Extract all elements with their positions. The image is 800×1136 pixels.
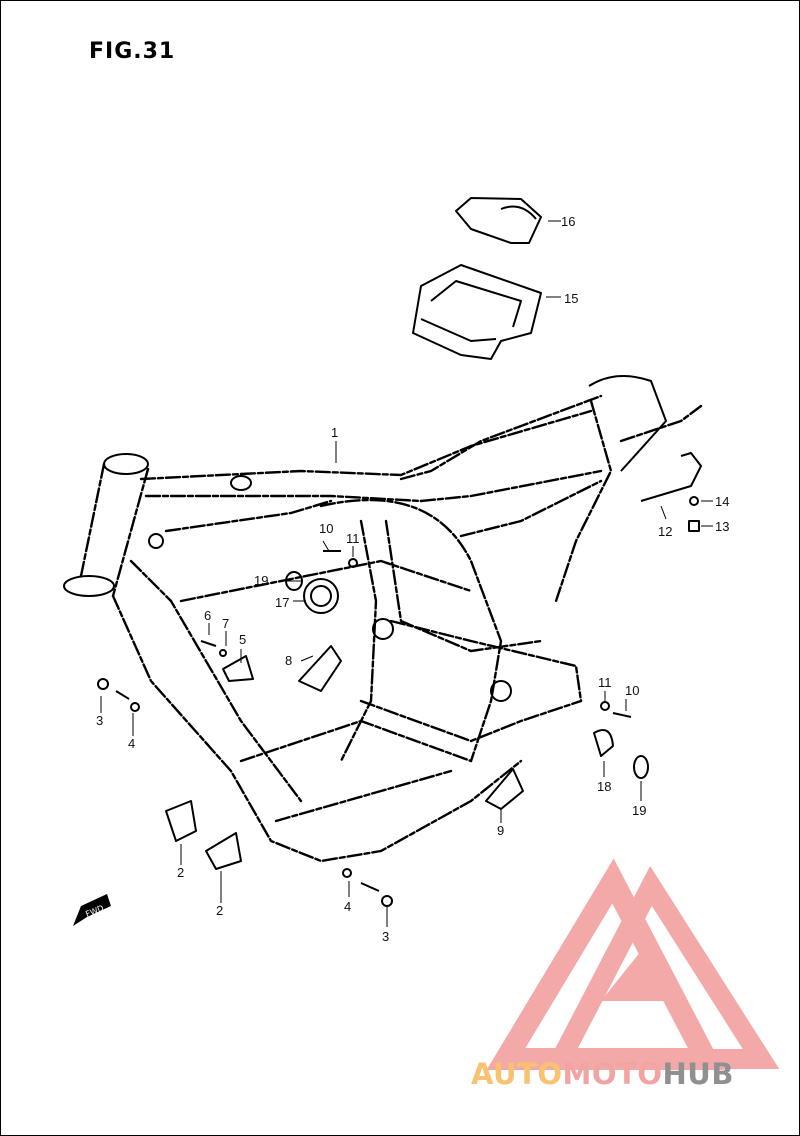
main-frame [63, 375, 703, 863]
label-part-19b: 19 [632, 803, 646, 818]
label-part-6: 6 [204, 608, 211, 623]
brand-part-moto: MOTO [562, 1057, 663, 1091]
label-part-15: 15 [564, 291, 578, 306]
brand-part-auto: AUTO [471, 1057, 563, 1091]
label-part-2a: 2 [177, 865, 184, 880]
label-part-2b: 2 [216, 903, 223, 918]
part-labels: 1 16 15 14 12 13 10 11 19 17 6 7 5 8 3 4… [96, 214, 729, 944]
watermark-brand: AUTOMOTOHUB [471, 1057, 734, 1091]
label-part-19a: 19 [254, 573, 268, 588]
label-part-14: 14 [715, 494, 729, 509]
label-part-11b: 11 [598, 675, 612, 690]
label-part-13: 13 [715, 519, 729, 534]
label-part-4b: 4 [344, 899, 351, 914]
label-part-17: 17 [275, 595, 289, 610]
label-part-7: 7 [222, 616, 229, 631]
label-part-18: 18 [597, 779, 611, 794]
forward-arrow-icon: FWD [73, 894, 111, 926]
label-part-3b: 3 [382, 929, 389, 944]
label-part-16: 16 [561, 214, 575, 229]
label-part-3a: 3 [96, 713, 103, 728]
label-part-4a: 4 [128, 736, 135, 751]
brand-part-hub: HUB [662, 1057, 734, 1091]
label-part-10b: 10 [625, 683, 639, 698]
label-part-9: 9 [497, 823, 504, 838]
label-part-10a: 10 [319, 521, 333, 536]
label-part-8: 8 [285, 653, 292, 668]
watermark-logo-icon [486, 858, 780, 1070]
part-16-cover [455, 197, 542, 244]
label-part-11a: 11 [346, 531, 360, 546]
label-part-1: 1 [331, 425, 338, 440]
leader-lines [100, 220, 713, 927]
part-15-tray [412, 264, 542, 360]
label-part-5: 5 [239, 632, 246, 647]
part-12-bar [640, 452, 702, 502]
figure-title: FIG.31 [89, 39, 176, 64]
label-part-12: 12 [658, 524, 672, 539]
fasteners [97, 496, 700, 907]
